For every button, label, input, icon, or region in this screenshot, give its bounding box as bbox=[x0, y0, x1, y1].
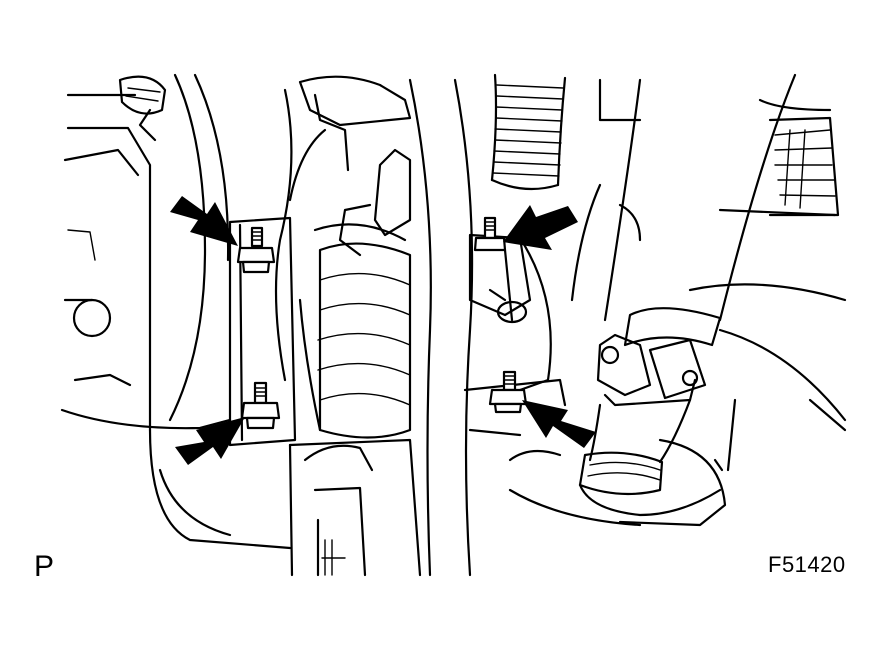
corrugated-hose bbox=[490, 73, 567, 191]
stud-nut-upper-right bbox=[473, 216, 507, 252]
arrow-upper-right-icon bbox=[503, 205, 578, 250]
arrow-lower-left-icon bbox=[175, 417, 245, 465]
right-background-structure bbox=[570, 78, 847, 472]
lower-center-block bbox=[288, 438, 422, 577]
pedal-arm-assembly bbox=[274, 75, 412, 439]
figure-id-label: F51420 bbox=[768, 552, 846, 577]
central-frame-rail bbox=[408, 78, 474, 577]
stud-nut-lower-right bbox=[488, 370, 528, 414]
arrow-lower-right-icon bbox=[522, 400, 596, 448]
arrow-upper-left-icon bbox=[170, 196, 238, 246]
stud-nut-upper-left bbox=[236, 226, 276, 274]
stud-nut-lower-left bbox=[240, 381, 281, 430]
corner-letter-label: P bbox=[34, 550, 55, 583]
left-frame-panel bbox=[60, 73, 292, 550]
steering-column bbox=[508, 73, 797, 527]
